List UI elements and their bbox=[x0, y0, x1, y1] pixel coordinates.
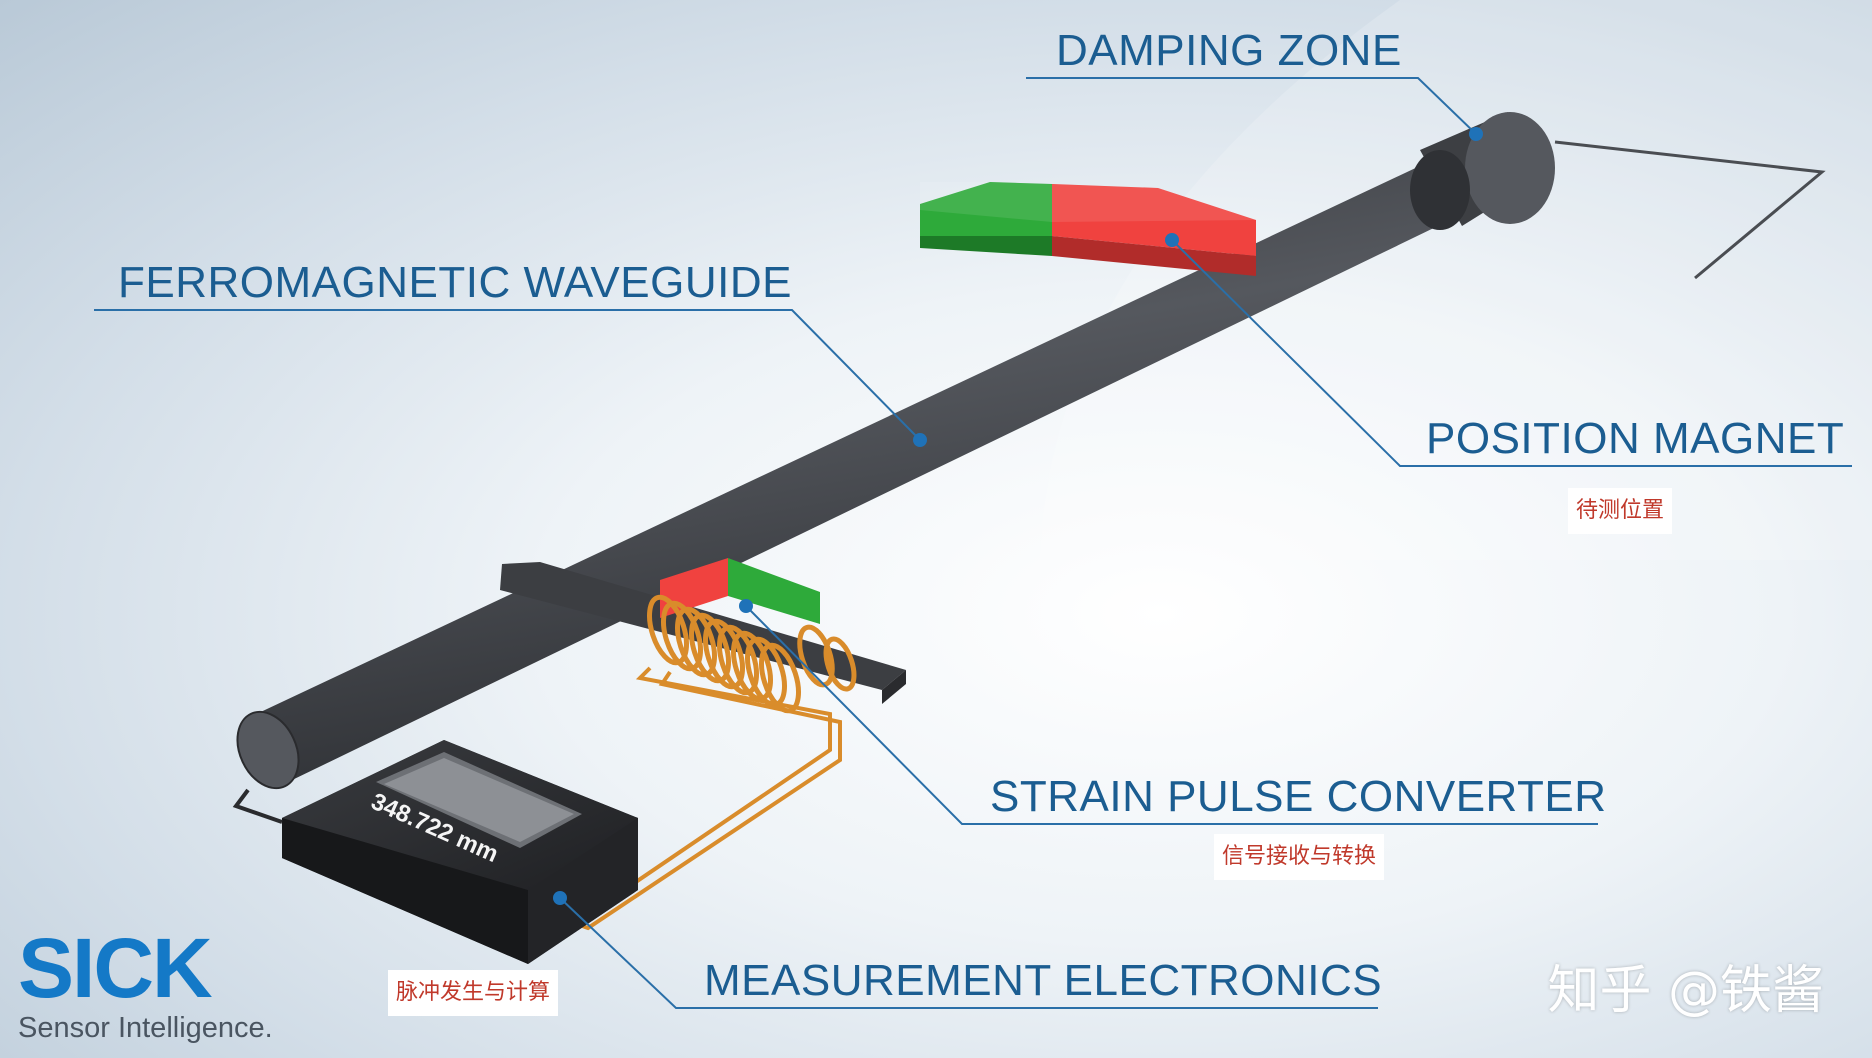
sick-logo: SICK Sensor Intelligence. bbox=[18, 926, 273, 1045]
note-position-magnet: 待测位置 bbox=[1568, 488, 1673, 535]
position-magnet bbox=[920, 182, 1256, 276]
damping-sleeve bbox=[1410, 112, 1555, 230]
end-wire bbox=[1554, 140, 1826, 280]
note-strain-pulse-converter: 信号接收与转换 bbox=[1214, 834, 1385, 881]
logo-tagline: Sensor Intelligence. bbox=[18, 1012, 273, 1044]
note-measurement-electronics: 脉冲发生与计算 bbox=[388, 970, 559, 1017]
label-measurement-electronics: MEASUREMENT ELECTRONICS bbox=[704, 956, 1383, 1005]
background-glare bbox=[1040, 0, 1872, 560]
logo-wordmark: SICK bbox=[18, 921, 213, 1015]
ferromagnetic-waveguide-rod bbox=[236, 148, 1500, 790]
label-ferromagnetic-waveguide: FERROMAGNETIC WAVEGUIDE bbox=[118, 258, 792, 307]
leader-lines bbox=[94, 77, 1852, 1009]
label-damping-zone: DAMPING ZONE bbox=[1056, 26, 1402, 75]
label-strain-pulse-converter: STRAIN PULSE CONVERTER bbox=[990, 772, 1607, 821]
leader-dots bbox=[553, 127, 1483, 905]
strain-pulse-coil bbox=[647, 594, 857, 714]
measurement-electronics-box bbox=[232, 740, 638, 964]
label-position-magnet: POSITION MAGNET bbox=[1426, 414, 1845, 463]
watermark: 知乎 @铁酱 bbox=[1547, 961, 1824, 1021]
